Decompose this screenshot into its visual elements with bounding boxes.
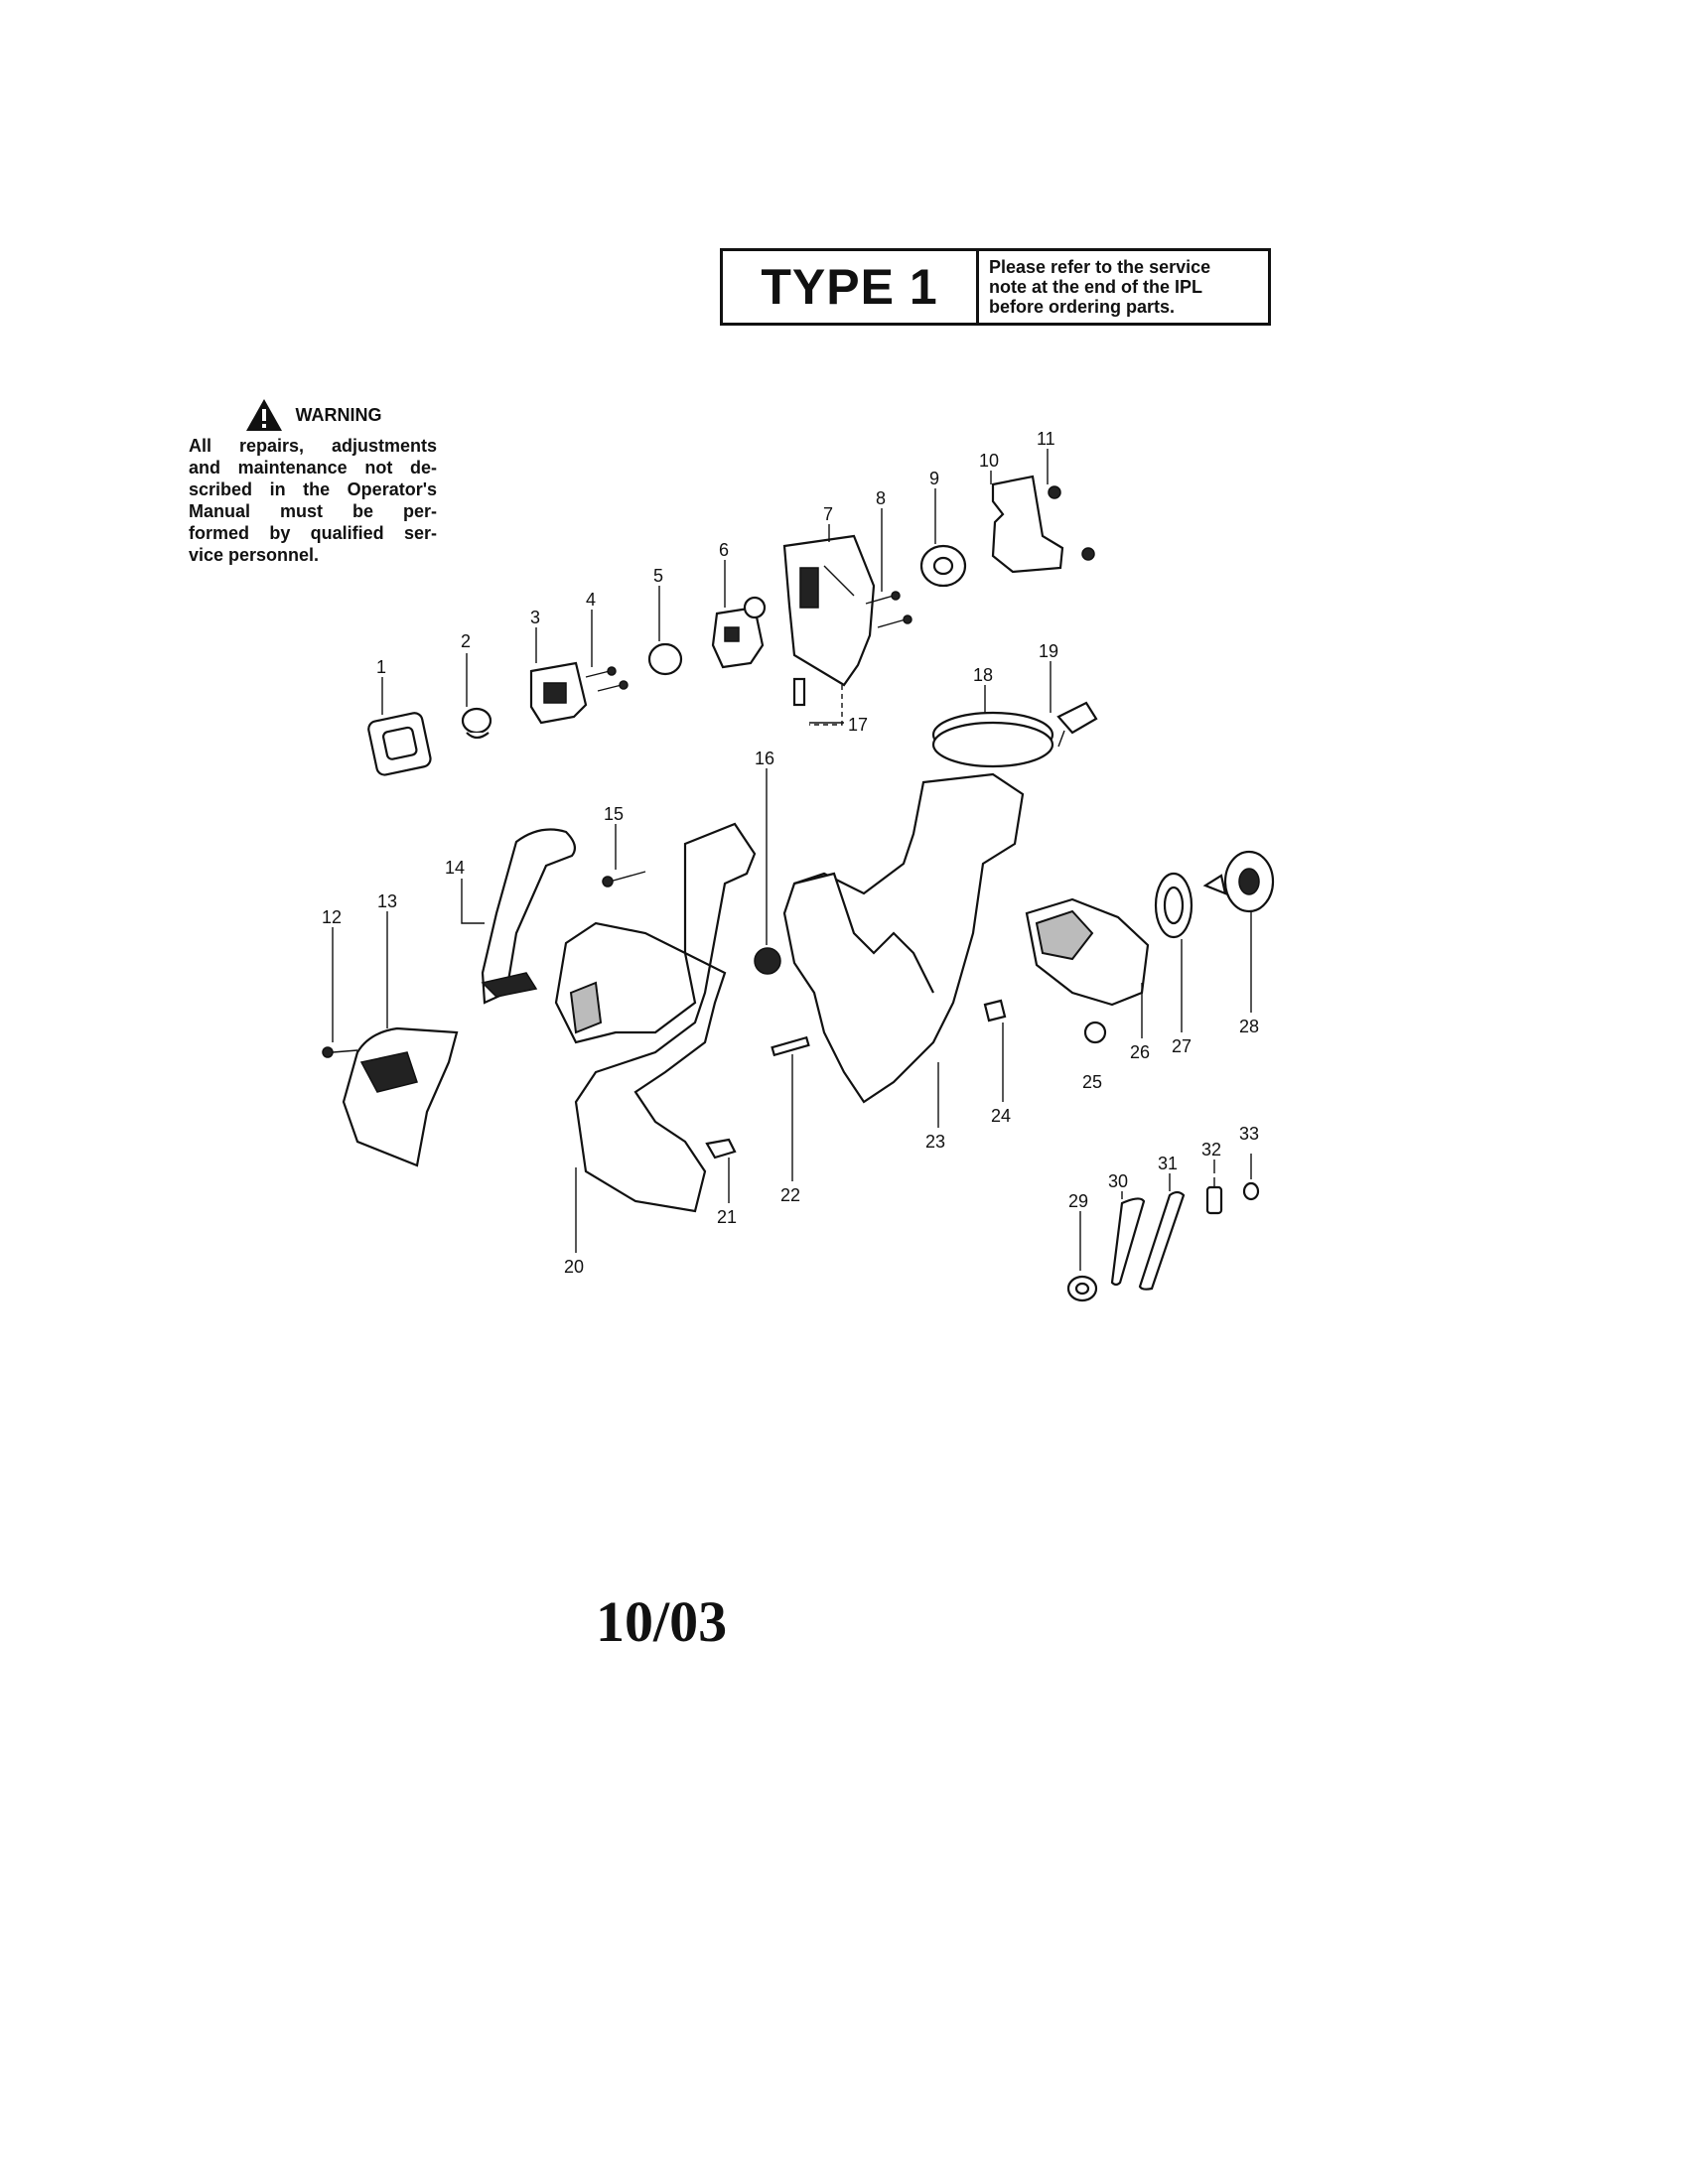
callout-22: 22 (780, 1185, 800, 1205)
callout-29: 29 (1068, 1191, 1088, 1211)
callout-2: 2 (461, 631, 471, 651)
callout-8: 8 (876, 488, 886, 508)
warning-line: vice personnel. (189, 545, 320, 565)
callout-28: 28 (1239, 1017, 1259, 1036)
callout-7: 7 (823, 504, 833, 524)
part-10-bracket (991, 475, 1064, 574)
part-29-washer (1066, 1275, 1098, 1302)
warning-line: and maintenance not de- (189, 458, 437, 478)
callout-16: 16 (755, 749, 774, 768)
part-20-main-housing (554, 822, 757, 1213)
callout-20: 20 (564, 1257, 584, 1277)
callout-5: 5 (653, 566, 663, 586)
part-32-fuel-filter (1205, 1177, 1223, 1215)
service-note-line: note at the end of the IPL (989, 277, 1202, 297)
type-label: TYPE 1 (723, 251, 979, 323)
part-26-intake-housing (1025, 897, 1150, 1007)
warning-heading: WARNING (189, 397, 437, 433)
type-box: TYPE 1 Please refer to the service note … (720, 248, 1271, 326)
part-16-fan-hub (754, 947, 781, 975)
part-30-fuel-line (1110, 1197, 1146, 1287)
part-31-fuel-line (1138, 1190, 1186, 1291)
callout-33: 33 (1239, 1124, 1259, 1144)
part-27-ring (1154, 872, 1193, 939)
part-9-bushing (919, 544, 967, 588)
callout-1: 1 (376, 657, 386, 677)
callout-9: 9 (929, 469, 939, 488)
part-7-shroud-plate (782, 534, 876, 687)
callout-13: 13 (377, 891, 397, 911)
warning-line: All repairs, adjustments (189, 436, 437, 456)
warning-line: formed by qualified ser- (189, 523, 437, 543)
callout-23: 23 (925, 1132, 945, 1152)
callout-24: 24 (991, 1106, 1011, 1126)
warning-text: All repairs, adjustments and maintenance… (189, 435, 437, 566)
part-21-clip (705, 1138, 737, 1160)
date-code: 10/03 (596, 1589, 728, 1654)
warning-line: scribed in the Operator's (189, 479, 437, 499)
callout-27: 27 (1172, 1036, 1192, 1056)
part-25-plug (1083, 1021, 1107, 1044)
service-note: Please refer to the service note at the … (979, 251, 1268, 323)
part-6-carburetor (711, 596, 767, 669)
part-24-latch (983, 999, 1007, 1023)
service-note-line: before ordering parts. (989, 297, 1176, 317)
callout-19: 19 (1039, 641, 1058, 661)
part-15-screw (602, 871, 646, 887)
part-22-pin (771, 1035, 810, 1057)
part-13-engine-cover (342, 1026, 459, 1167)
callout-32: 32 (1201, 1140, 1221, 1160)
callout-6: 6 (719, 540, 729, 560)
callout-10: 10 (979, 451, 999, 471)
part-19-knob-screw (1056, 701, 1098, 748)
callout-15: 15 (604, 804, 624, 824)
warning-title: WARNING (295, 405, 382, 425)
callout-31: 31 (1158, 1154, 1178, 1173)
warning-line: Manual must be per- (189, 501, 437, 521)
part-12-screw (322, 1046, 358, 1058)
callout-14: 14 (445, 858, 465, 878)
callout-26: 26 (1130, 1042, 1150, 1062)
callout-30: 30 (1108, 1171, 1128, 1191)
part-8-screws (865, 591, 912, 628)
callout-12: 12 (322, 907, 342, 927)
part-3-filter-housing (529, 661, 588, 725)
callout-4: 4 (586, 590, 596, 610)
callout-11: 11 (1037, 429, 1055, 449)
part-4-screws (585, 666, 629, 692)
part-28-fan (1202, 850, 1275, 913)
service-note-line: Please refer to the service (989, 257, 1211, 277)
part-33-grommet (1242, 1181, 1260, 1201)
part-23-outer-housing (782, 772, 1025, 1104)
callout-18: 18 (973, 665, 993, 685)
part-14-handle (481, 828, 577, 1005)
part-18-clamp-band (931, 711, 1054, 768)
part-17-pin (792, 677, 806, 707)
callout-25: 25 (1082, 1072, 1102, 1092)
callout-3: 3 (530, 608, 540, 627)
warning-triangle-icon (245, 399, 282, 431)
part-11-screws (1048, 485, 1095, 561)
callout-17: 17 (848, 715, 868, 735)
part-2-knob (461, 707, 492, 740)
part-5-cap (647, 642, 683, 676)
callout-21: 21 (717, 1207, 737, 1227)
part-1-filter-cover (367, 712, 432, 776)
warning-block: WARNING All repairs, adjustments and mai… (189, 397, 437, 566)
